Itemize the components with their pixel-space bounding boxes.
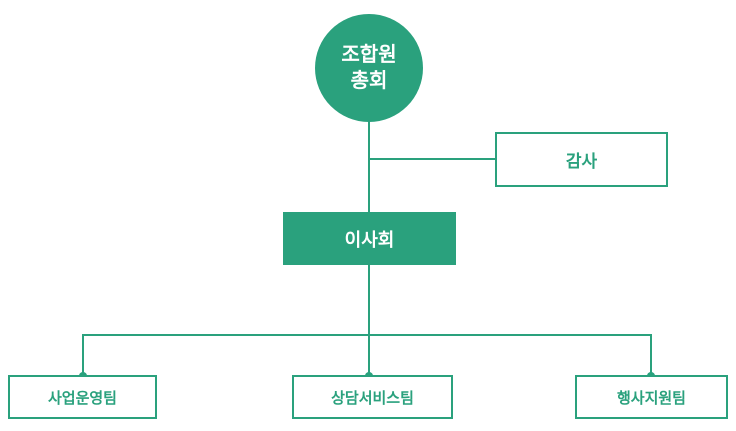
node-member-general-assembly: 조합원 총회 [315, 14, 423, 122]
connector-assembly-to-board [368, 120, 370, 212]
connector-drop-team-1 [82, 335, 84, 376]
node-team-counseling-service: 상담서비스팀 [292, 375, 453, 419]
connector-branch-to-audit [369, 158, 495, 160]
connector-board-to-teams-bar [368, 264, 370, 335]
node-audit: 감사 [495, 132, 668, 187]
assembly-label-line2: 총회 [350, 70, 388, 92]
board-label: 이사회 [344, 229, 395, 250]
connector-teams-horizontal-bar [82, 334, 652, 336]
connector-drop-team-3 [650, 335, 652, 376]
connector-drop-team-2 [368, 335, 370, 376]
audit-label: 감사 [565, 152, 598, 171]
node-team-business-operations: 사업운영팀 [8, 375, 157, 419]
node-team-event-support: 행사지원팀 [575, 375, 728, 419]
assembly-label-line1: 조합원 [341, 44, 397, 66]
team-2-label: 상담서비스팀 [331, 389, 414, 407]
team-3-label: 행사지원팀 [616, 389, 686, 407]
node-board-of-directors: 이사회 [283, 212, 456, 265]
team-1-label: 사업운영팀 [47, 389, 117, 407]
